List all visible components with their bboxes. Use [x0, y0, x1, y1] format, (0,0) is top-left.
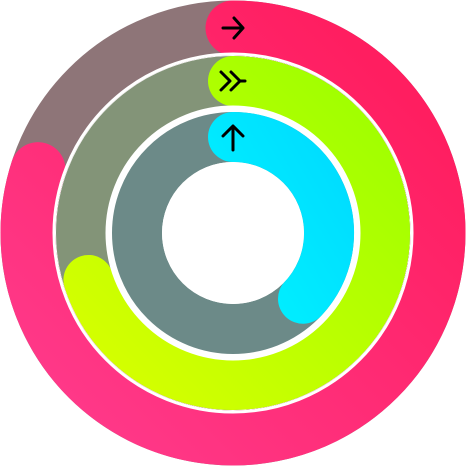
right-arrow-icon	[221, 16, 245, 40]
center-disc	[162, 162, 304, 304]
exercise-ring-progress	[63, 56, 410, 410]
exercise-ring[interactable]	[56, 56, 410, 410]
exercise-ring-divider	[105, 105, 361, 361]
stand-ring-progress	[208, 112, 354, 324]
up-arrow-icon	[221, 124, 245, 152]
stand-ring[interactable]	[112, 112, 354, 354]
move-ring-divider	[52, 52, 414, 414]
double-right-arrow-icon	[219, 70, 247, 92]
